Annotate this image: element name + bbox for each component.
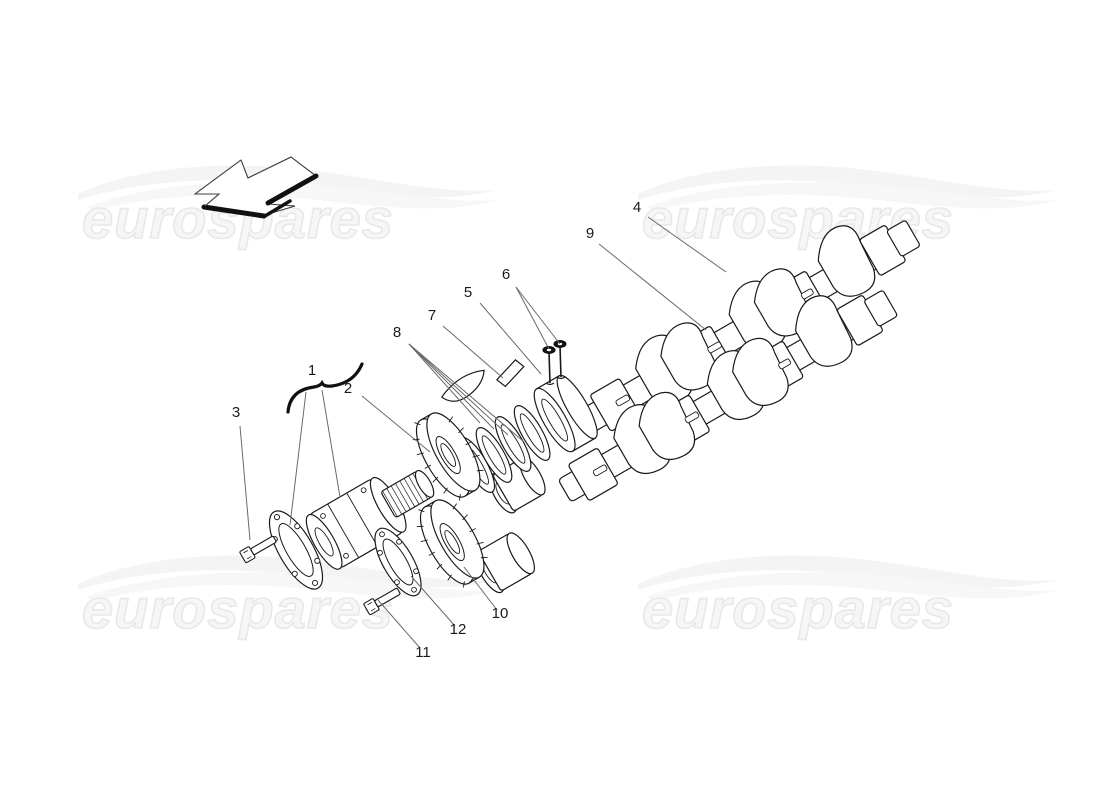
callout-4: 4 [633, 199, 641, 216]
camshaft-front-flange [268, 510, 324, 590]
watermark-group: eurospares eurospares eurospares eurospa… [78, 165, 1058, 641]
watermark-label: eurospares [642, 577, 954, 640]
flange-bolt-lower [363, 587, 401, 616]
dowel-pin-a [542, 346, 556, 386]
callout-11: 11 [415, 644, 431, 661]
flange-plate-lower [374, 527, 422, 597]
callout-10: 10 [492, 605, 509, 622]
callout-numbers: 1 2 3 4 5 6 7 8 9 10 11 12 [232, 199, 641, 661]
callout-7: 7 [428, 307, 436, 324]
camshaft-exhaust [488, 220, 920, 514]
callout-12: 12 [450, 621, 467, 638]
timing-gear-upper [412, 412, 484, 501]
watermark-label: eurospares [82, 577, 394, 640]
bearing-collar [533, 374, 598, 453]
leader-lines [239, 216, 727, 649]
callout-8: 8 [393, 324, 401, 341]
thrust-half-ring [440, 369, 485, 402]
locating-dowel-plate [495, 359, 525, 388]
callout-1: 1 [308, 362, 316, 379]
callout-9: 9 [586, 225, 594, 242]
watermark-bottom-right: eurospares [638, 555, 1058, 641]
callout-3: 3 [232, 404, 240, 421]
callout-2: 2 [344, 380, 352, 397]
flange-bolt-left [239, 535, 277, 564]
bearing-ring-stack [440, 359, 598, 493]
dowel-pin-b [553, 340, 567, 380]
bearing-shell-set [458, 405, 551, 493]
callout-6: 6 [502, 266, 510, 283]
watermark-bottom-left: eurospares [78, 555, 498, 641]
callout-5: 5 [464, 284, 472, 301]
dowel-pin-with-washer [542, 340, 567, 386]
orientation-arrow [193, 156, 319, 219]
